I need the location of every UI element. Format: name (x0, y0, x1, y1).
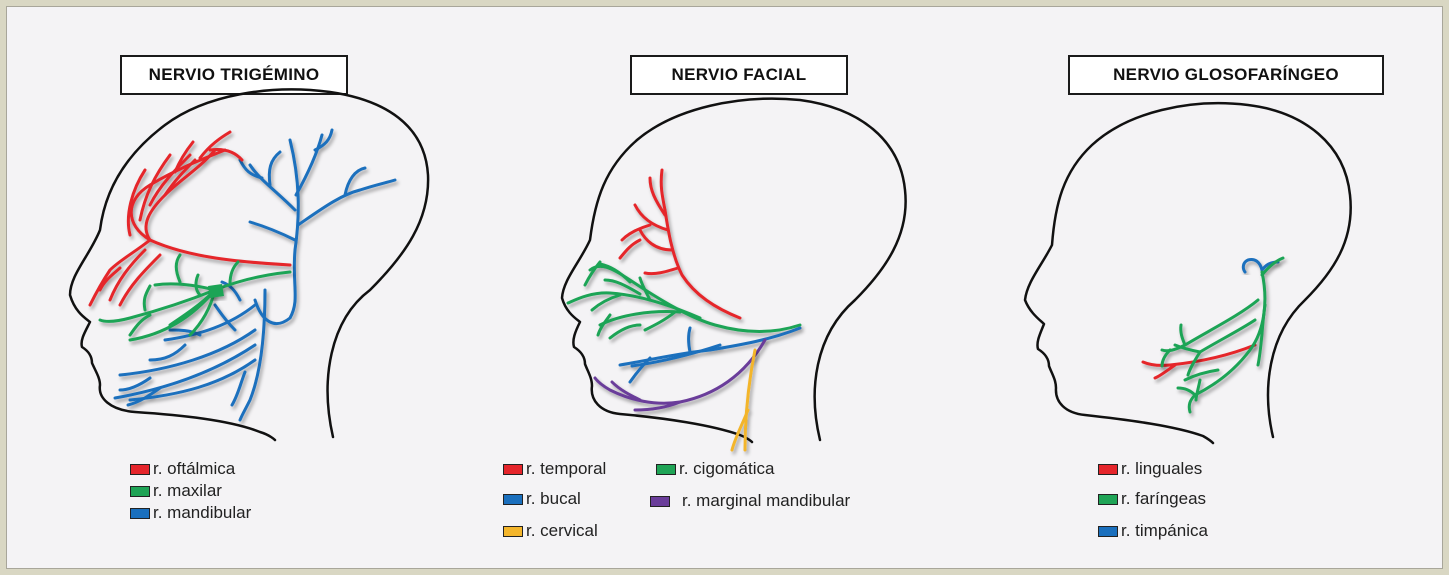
head-outline-trigemino (70, 89, 428, 440)
legend-label: r. linguales (1121, 459, 1202, 479)
legend-item-cervical: r. cervical (503, 521, 598, 541)
legend-label: r. maxilar (153, 481, 222, 501)
facial-bucal-branches (620, 328, 800, 382)
legend-swatch-purple (650, 496, 670, 507)
trigemino-oftalmica-branches (90, 132, 290, 305)
legend-item-linguales: r. linguales (1098, 459, 1202, 479)
legend-label: r. cervical (526, 521, 598, 541)
legend-swatch-blue (130, 508, 150, 519)
legend-label: r. oftálmica (153, 459, 235, 479)
legend-swatch-red (503, 464, 523, 475)
legend-item-faringeas: r. faríngeas (1098, 489, 1206, 509)
legend-swatch-red (130, 464, 150, 475)
legend-label: r. temporal (526, 459, 606, 479)
legend-item-maxilar: r. maxilar (130, 481, 222, 501)
legend-swatch-green (1098, 494, 1118, 505)
facial-cigomatica-branches (568, 262, 800, 338)
trigemino-ganglion (208, 284, 224, 298)
legend-label: r. mandibular (153, 503, 251, 523)
legend-item-oftalmica: r. oftálmica (130, 459, 235, 479)
legend-item-cigomatica: r. cigomática (656, 459, 774, 479)
legend-swatch-yellow (503, 526, 523, 537)
legend-swatch-red (1098, 464, 1118, 475)
legend-label: r. timpánica (1121, 521, 1208, 541)
legend-swatch-blue (503, 494, 523, 505)
legend-item-mandibular: r. mandibular (130, 503, 251, 523)
legend-item-bucal: r. bucal (503, 489, 581, 509)
legend-item-timpanica: r. timpánica (1098, 521, 1208, 541)
legend-label: r. bucal (526, 489, 581, 509)
glosofaringeo-faringeas-branches (1162, 258, 1283, 412)
legend-item-marginal-mandibular: r. marginal mandibular (650, 491, 850, 511)
facial-marginal-branches (595, 340, 765, 410)
legend-label: r. marginal mandibular (682, 491, 850, 511)
legend-swatch-green (130, 486, 150, 497)
legend-label: r. faríngeas (1121, 489, 1206, 509)
facial-cervical-branches (732, 350, 755, 450)
legend-swatch-green (656, 464, 676, 475)
head-outline-glosofaringeo (1025, 103, 1351, 443)
legend-label: r. cigomática (679, 459, 774, 479)
legend-item-temporal: r. temporal (503, 459, 606, 479)
legend-swatch-blue (1098, 526, 1118, 537)
